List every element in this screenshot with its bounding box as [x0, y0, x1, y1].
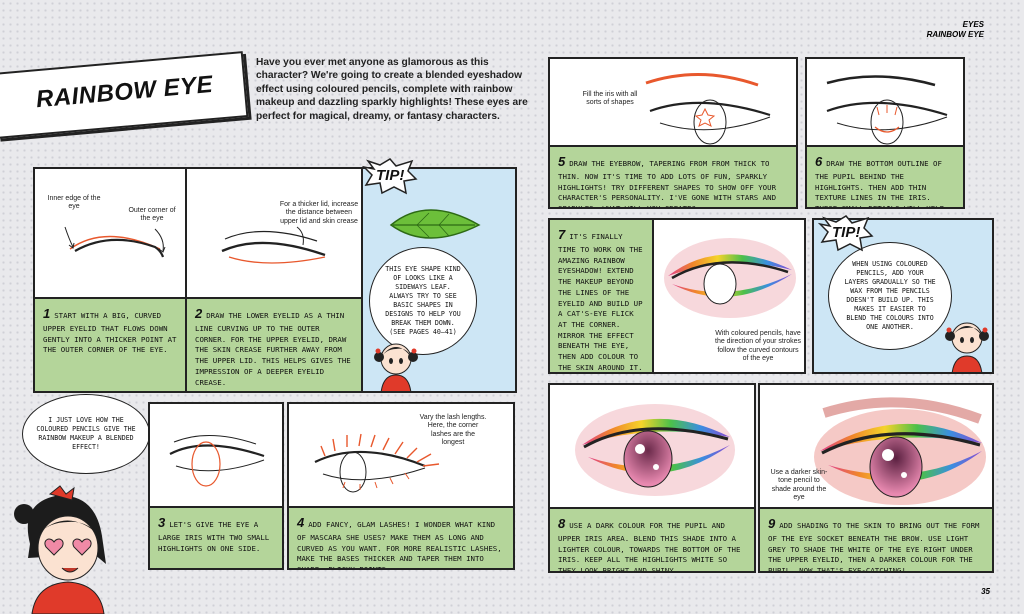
tip-burst-shape-2: [818, 215, 874, 252]
step-2-eyelid-sketch: [221, 226, 326, 264]
leaf-icon: [389, 209, 481, 239]
step-3-text: Let's give the eye a large iris with two…: [158, 520, 270, 553]
step-2-caption: 2Draw the lower eyelid as a thin line cu…: [187, 297, 361, 391]
step-1-caption: 1Start with a big, curved upper eyelid t…: [35, 297, 185, 391]
tip-2-text: When using coloured pencils, add your la…: [844, 260, 936, 331]
page-number: 35: [981, 587, 990, 596]
speech-bubble: I just love how the coloured pencils giv…: [22, 394, 150, 474]
tip-burst-shape: [362, 158, 418, 195]
note-outer-corner: Outer corner of the eye: [128, 207, 176, 223]
step-2-number: 2: [195, 306, 203, 321]
step-9-text: Add shading to the skin to bring out the…: [768, 521, 980, 573]
step-8-text: Use a dark colour for the pupil and uppe…: [558, 521, 741, 573]
tip-2-burst: TIP!: [818, 214, 874, 252]
step-5-eye-sketch: [645, 72, 771, 145]
note-darker-pencil: Use a darker skin-tone pencil to shade a…: [770, 469, 828, 502]
note-thicker-lid: For a thicker lid, increase the distance…: [279, 201, 359, 225]
step-1-number: 1: [43, 306, 51, 321]
step-9-caption: 9Add shading to the skin to bring out th…: [760, 507, 992, 571]
step-7-caption: 7It's finally time to work on the amazin…: [550, 220, 654, 372]
step-6-number: 6: [815, 154, 823, 169]
header-subsection: RAINBOW EYE: [926, 29, 984, 39]
intro-paragraph: Have you ever met anyone as glamorous as…: [256, 57, 528, 122]
running-header: EYES RAINBOW EYE: [927, 20, 984, 39]
step-3-number: 3: [158, 515, 166, 530]
step-5-caption: 5Draw the eyebrow, tapering from from th…: [550, 145, 796, 207]
tip-1-text: This eye shape kind of looks like a side…: [385, 265, 461, 336]
step-5-text: Draw the eyebrow, tapering from from thi…: [558, 159, 777, 209]
step-7-panel: 7It's finally time to work on the amazin…: [548, 218, 806, 374]
step-1-eyelid-sketch: [64, 226, 166, 258]
step-7-text: It's finally time to work on the amazing…: [558, 232, 643, 372]
note-lash-lengths: Vary the lash lengths. Here, the corner …: [419, 414, 487, 447]
step-1-text: Start with a big, curved upper eyelid th…: [43, 311, 177, 355]
step-5-panel: Fill the iris with all sorts of shapes 5…: [548, 57, 798, 209]
step-4-number: 4: [297, 515, 305, 530]
step-5-number: 5: [558, 154, 566, 169]
note-pencils-direction: With coloured pencils, have the directio…: [715, 330, 801, 363]
step-6-caption: 6Draw the bottom outline of the pupil be…: [807, 145, 963, 207]
step-1-panel: Inner edge of the eye Outer corner of th…: [33, 167, 187, 393]
step-2-panel: For a thicker lid, increase the distance…: [185, 167, 363, 393]
heart-eyes-girl-illustration: [14, 485, 106, 614]
step-8-number: 8: [558, 516, 566, 531]
tip-2-label: TIP!: [832, 224, 861, 241]
step-3-iris-sketch: [169, 435, 265, 487]
step-7-number: 7: [558, 227, 566, 242]
page-title: RAINBOW EYE: [34, 70, 215, 114]
step-6-panel: 6Draw the bottom outline of the pupil be…: [805, 57, 965, 209]
step-8-caption: 8Use a dark colour for the pupil and upp…: [550, 507, 754, 571]
step-4-panel: Vary the lash lengths. Here, the corner …: [287, 402, 515, 570]
header-section: EYES: [962, 20, 984, 29]
step-2-text: Draw the lower eyelid as a thin line cur…: [195, 311, 351, 387]
step-4-lashes-sketch: [314, 433, 440, 493]
girl-avatar-small-2: [945, 322, 989, 372]
note-fill-iris: Fill the iris with all sorts of shapes: [582, 91, 638, 107]
step-3-panel: 3Let's give the eye a large iris with tw…: [148, 402, 284, 570]
step-6-eye-sketch: [826, 75, 948, 145]
tip-1-burst: TIP!: [362, 157, 418, 195]
step-8-colored-eye: [575, 404, 735, 496]
note-inner-edge: Inner edge of the eye: [47, 195, 101, 211]
tip-1-bubble: This eye shape kind of looks like a side…: [369, 247, 477, 355]
step-9-panel: Use a darker skin-tone pencil to shade a…: [758, 383, 994, 573]
tip-1-panel: This eye shape kind of looks like a side…: [361, 167, 517, 393]
girl-avatar-small: [374, 343, 418, 391]
speech-text: I just love how the coloured pencils giv…: [36, 416, 136, 451]
tip-2-bubble: When using coloured pencils, add your la…: [828, 242, 952, 350]
step-3-caption: 3Let's give the eye a large iris with tw…: [150, 506, 282, 568]
tip-1-label: TIP!: [376, 167, 405, 184]
step-6-text: Draw the bottom outline of the pupil beh…: [815, 159, 945, 209]
step-7-rainbow-eyeshadow: [664, 238, 796, 318]
step-9-number: 9: [768, 516, 776, 531]
step-4-text: Add fancy, glam lashes! I wonder what ki…: [297, 520, 502, 570]
step-9-final-eye: [814, 397, 986, 505]
step-8-panel: 8Use a dark colour for the pupil and upp…: [548, 383, 756, 573]
step-4-caption: 4Add fancy, glam lashes! I wonder what k…: [289, 506, 513, 568]
